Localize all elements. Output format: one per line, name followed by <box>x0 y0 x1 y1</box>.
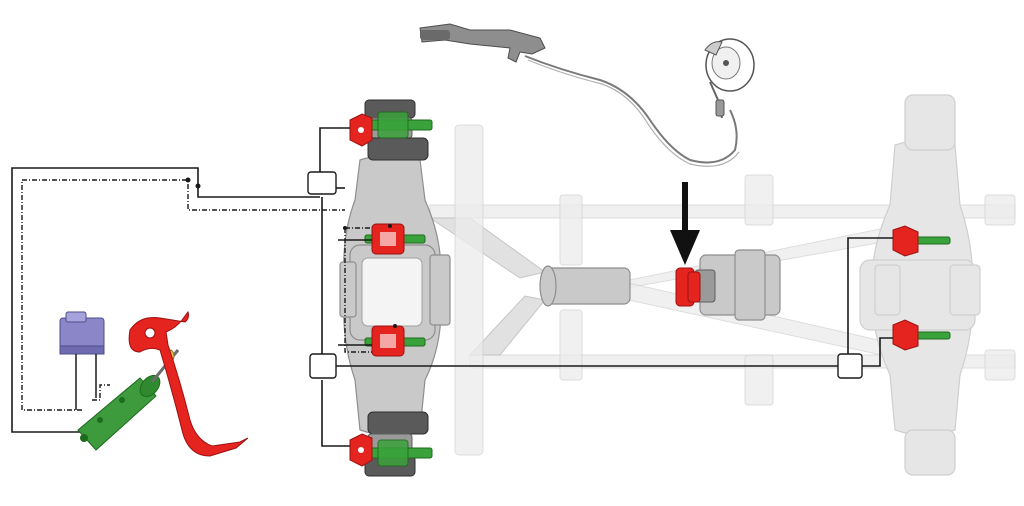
front-junction-bottom <box>309 353 337 379</box>
front-brake-top <box>349 111 433 147</box>
hand-brake-lever-icon <box>419 23 546 63</box>
center-brake-top <box>364 223 426 255</box>
rear-axle <box>859 94 981 476</box>
brake-pedal-icon <box>128 310 249 457</box>
front-brake-bottom <box>349 433 433 467</box>
parking-brake-cable <box>524 55 740 167</box>
fluid-reservoir-icon <box>59 311 105 410</box>
rear-brake-bottom <box>892 319 951 351</box>
master-cylinder-icon <box>77 349 180 451</box>
arrow-down-icon <box>670 182 700 265</box>
line-dots <box>185 177 397 328</box>
front-axle <box>339 99 451 477</box>
transmission-brake-drum <box>675 267 701 307</box>
brake-lines <box>11 127 893 447</box>
rear-junction <box>837 353 863 379</box>
front-junction-top <box>307 171 337 195</box>
parking-brake-drum-icon <box>704 38 755 119</box>
rear-brake-top <box>892 225 951 257</box>
center-brake-bottom <box>364 325 426 357</box>
